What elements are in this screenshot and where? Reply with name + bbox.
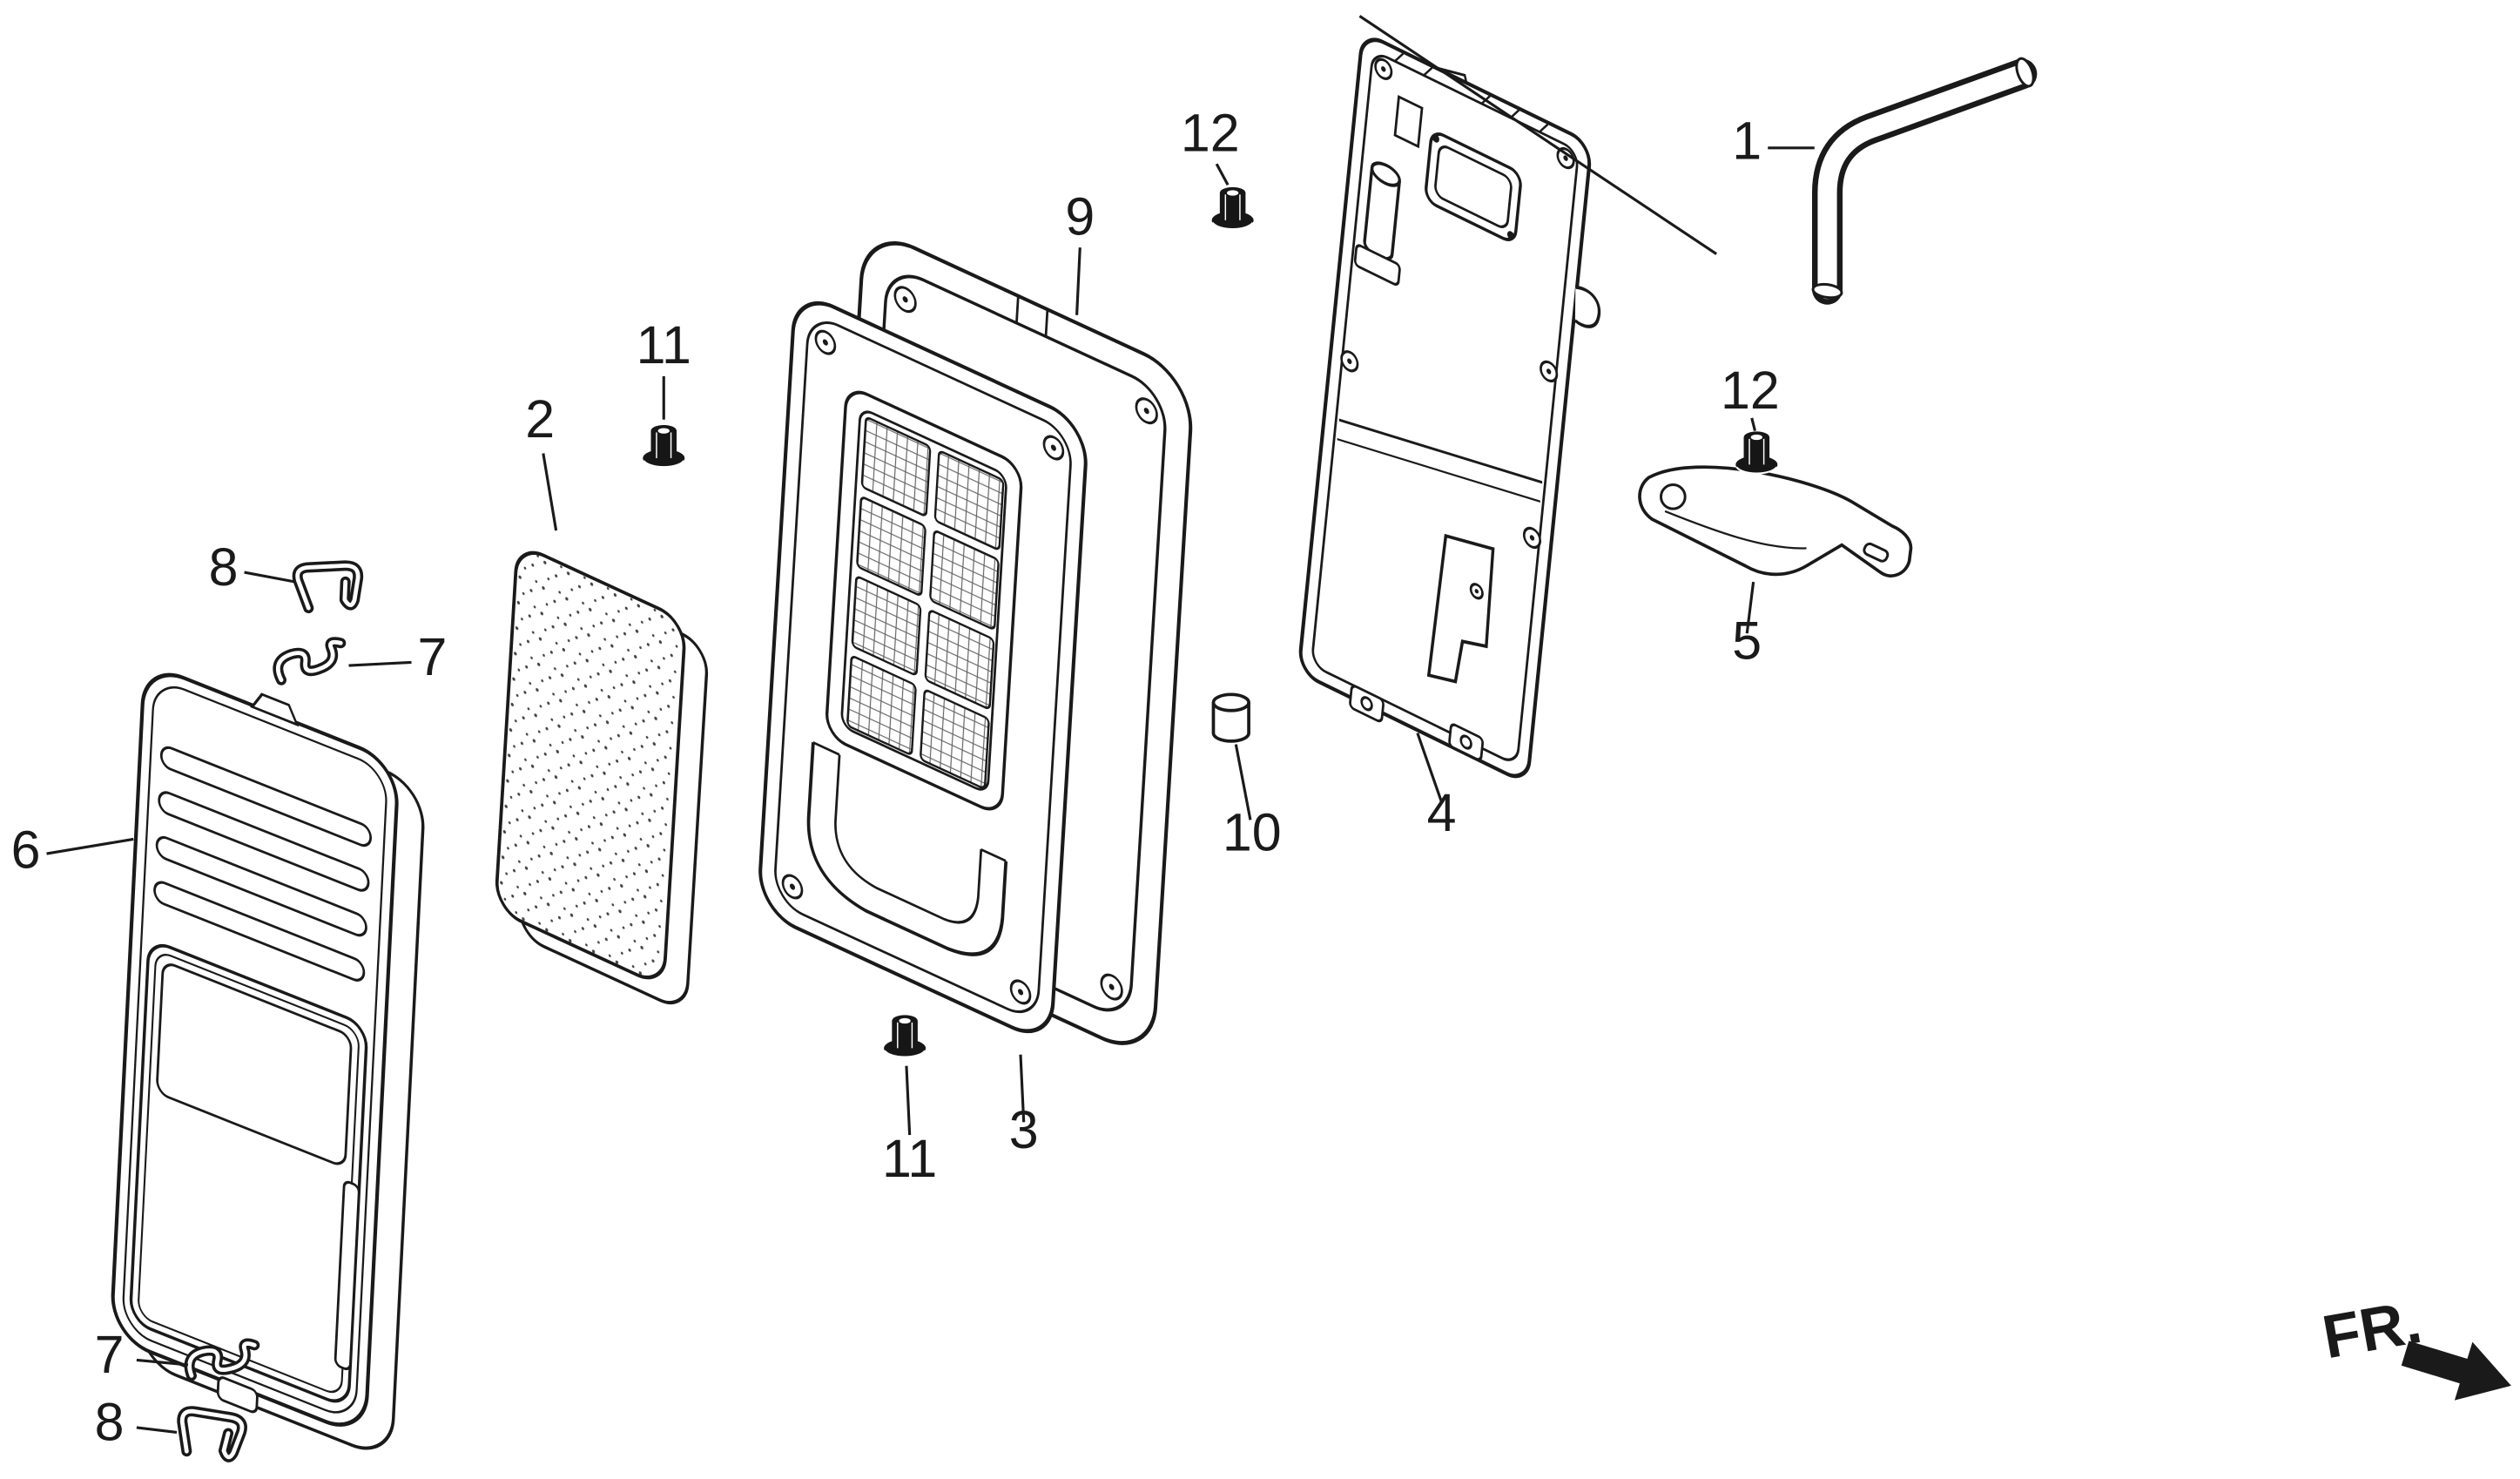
part-10-grommet (1211, 692, 1250, 743)
plate-l-bracket (1426, 533, 1495, 684)
leader-12-right (1750, 417, 1756, 432)
fr-indicator: FR. (2318, 1287, 2511, 1401)
gasket-top-notch (1015, 295, 1020, 324)
part-label-10: 10 (1223, 802, 1282, 861)
case-inner-outline (774, 321, 1072, 1014)
cage-cell (924, 610, 995, 710)
part-label-8-upper: 8 (209, 537, 239, 597)
part-12-nut-left (1210, 186, 1255, 231)
cover-front-panel (111, 672, 399, 1427)
vent-opening (1425, 132, 1522, 241)
leader-8-lower (136, 1426, 178, 1435)
bracket-slot (1863, 542, 1890, 563)
tube-open-end (2015, 57, 2035, 88)
part-label-12-right: 12 (1721, 361, 1780, 420)
cover-louver-slat (159, 746, 372, 848)
part-11-nut-lower (883, 1014, 927, 1058)
part-8-clip-upper (296, 561, 361, 612)
part-label-7-upper: 7 (418, 627, 448, 686)
leader-8-upper (244, 571, 296, 584)
cover-inner-outline (122, 686, 387, 1414)
filter-cage (825, 390, 1023, 811)
part-label-1: 1 (1732, 111, 1762, 171)
fr-arrow-icon (2401, 1341, 2511, 1401)
leader-2 (542, 453, 558, 531)
filter-front-face (495, 550, 686, 980)
cage-cell (920, 689, 990, 789)
leader-6 (46, 837, 134, 855)
gasket-top-notch (1044, 308, 1049, 337)
plate-center-panel (1337, 418, 1543, 684)
bracket-body (1638, 465, 1913, 577)
bracket-hole (1660, 483, 1687, 510)
part-1-pointer-line (1358, 15, 1718, 255)
bracket-crease (1664, 510, 1807, 550)
part-label-11-lower: 11 (882, 1129, 937, 1188)
cover-louver-slat (158, 791, 370, 892)
part-label-11-upper: 11 (637, 315, 691, 375)
part-7-clip-upper (278, 642, 340, 680)
leader-4 (1416, 733, 1444, 803)
part-6-front-cover (111, 672, 425, 1450)
part-label-7-lower: 7 (95, 1325, 125, 1384)
part-label-8-lower: 8 (95, 1393, 125, 1452)
leader-9 (1075, 247, 1081, 315)
part-label-5: 5 (1732, 611, 1762, 671)
plate-bolt-hole (1340, 57, 1575, 550)
cage-cell (846, 656, 917, 755)
part-8-clip-lower (180, 1410, 243, 1457)
cage-cell (860, 416, 932, 517)
part-4-back-plate (1298, 37, 1601, 779)
part-label-6: 6 (11, 821, 41, 880)
cage-cell (851, 576, 922, 676)
leader-7-lower (136, 1358, 189, 1367)
cage-cell (933, 450, 1005, 550)
plate-stud-cylinder (1353, 161, 1401, 287)
part-3-air-cleaner-case (758, 301, 1088, 1034)
case-screw-boss (781, 329, 1065, 1005)
cage-cell (929, 530, 1000, 630)
cover-top-tab (250, 692, 300, 727)
leader-10 (1234, 744, 1252, 821)
cover-bottom-tab (216, 1376, 259, 1414)
part-label-3: 3 (1009, 1100, 1039, 1159)
leader-12-left (1215, 163, 1230, 186)
plate-side-hook (1574, 285, 1601, 328)
part-2-filter-element (495, 550, 709, 1004)
part-number-labels: 1 2 3 4 5 6 7 7 8 8 9 10 11 11 12 12 (11, 103, 1780, 1451)
part-1-breather-tube (1811, 57, 2038, 305)
plate-foot-tab (1349, 685, 1484, 761)
part-label-2: 2 (525, 389, 555, 449)
leader-11-lower (905, 1065, 912, 1136)
intake-duct (806, 741, 1008, 956)
cover-louver-slat (155, 835, 367, 937)
leader-3 (1019, 1054, 1026, 1123)
cover-louver-slat (153, 881, 366, 982)
leader-7-upper (348, 660, 412, 667)
tube-bottom-end (1811, 282, 1843, 300)
part-5-bracket (1638, 465, 1913, 577)
part-12-nut-right (1735, 430, 1779, 475)
leader-5 (1745, 581, 1755, 634)
leader-lines (46, 146, 1815, 1435)
part-label-4: 4 (1427, 783, 1457, 842)
part-label-9: 9 (1065, 186, 1095, 246)
part-11-nut-upper (642, 423, 686, 469)
part-label-12-left: 12 (1181, 103, 1240, 162)
cover-window (156, 963, 353, 1165)
cage-cell (856, 496, 926, 596)
plate-side-bracket (1393, 94, 1424, 149)
cover-side-slot (334, 1180, 360, 1371)
